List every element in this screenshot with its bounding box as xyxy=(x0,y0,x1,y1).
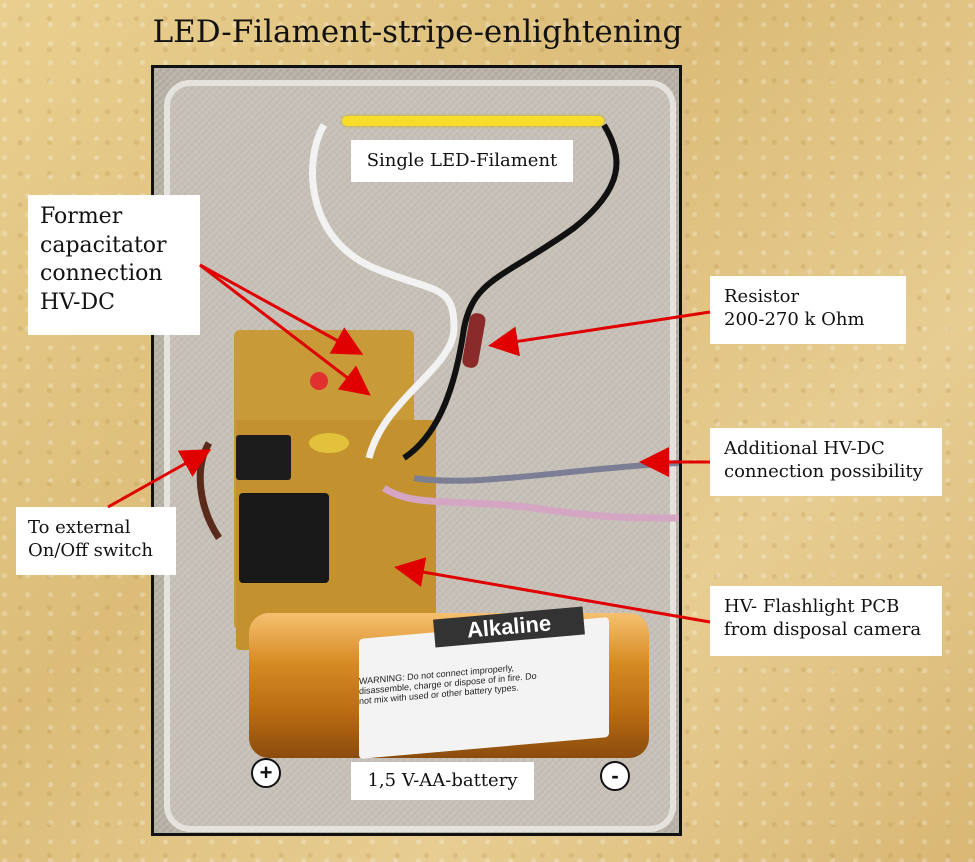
label-line: Resistor xyxy=(724,286,800,307)
minus-terminal-icon: - xyxy=(600,761,630,791)
label-flashlight-pcb: HV- Flashlight PCB from disposal camera xyxy=(710,586,942,656)
device-photo: Alkaline WARNING: Do not connect imprope… xyxy=(151,65,682,836)
label-line: Former xyxy=(40,204,123,229)
label-external-switch: To external On/Off switch xyxy=(16,507,176,575)
led-filament xyxy=(342,116,604,126)
label-line: capacitator xyxy=(40,232,167,258)
label-line: connection possibility xyxy=(724,461,923,483)
inductor-coil xyxy=(236,435,291,480)
label-battery: 1,5 V-AA-battery xyxy=(351,762,534,800)
transformer xyxy=(239,493,329,583)
label-line: HV- Flashlight PCB xyxy=(724,596,900,617)
label-line: HV-DC xyxy=(40,289,115,315)
label-line: connection xyxy=(40,261,163,287)
label-resistor: Resistor 200-270 k Ohm xyxy=(710,276,906,344)
label-line: 200-270 k Ohm xyxy=(724,309,865,331)
label-line: from disposal camera xyxy=(724,619,922,641)
page-title: LED-Filament-stripe-enlightening xyxy=(152,14,683,50)
label-line: Additional HV-DC xyxy=(724,438,885,459)
label-line: On/Off switch xyxy=(28,540,153,562)
label-hvdc-connection: Additional HV-DC connection possibility xyxy=(710,428,942,496)
label-filament: Single LED-Filament xyxy=(351,140,573,182)
plus-terminal-icon: + xyxy=(251,758,281,788)
label-line: To external xyxy=(28,517,131,538)
label-former-capacitator: Former capacitator connection HV-DC xyxy=(28,195,200,335)
